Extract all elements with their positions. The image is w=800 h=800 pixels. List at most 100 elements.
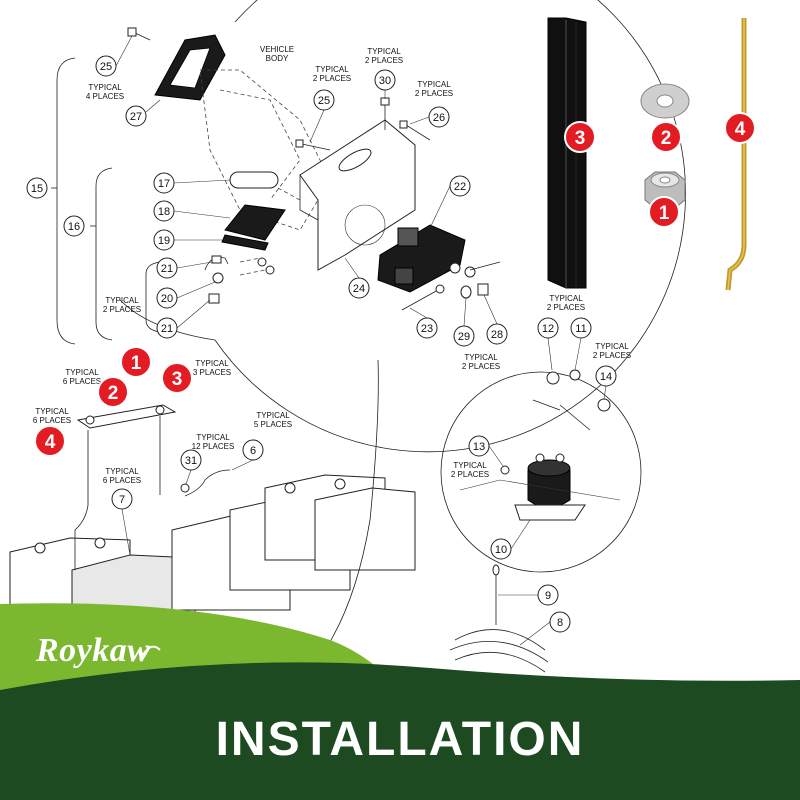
svg-text:2 PLACES: 2 PLACES <box>451 470 489 479</box>
callout-17: 17 <box>153 172 175 194</box>
svg-text:VEHICLE: VEHICLE <box>260 45 294 54</box>
svg-text:8: 8 <box>557 617 563 629</box>
callout-27: 27 <box>125 105 147 127</box>
svg-text:10: 10 <box>495 544 507 556</box>
note-typical-6-places-c: TYPICAL 6 PLACES <box>103 467 141 485</box>
note-typical-2-places-h: TYPICAL 2 PLACES <box>451 461 489 479</box>
svg-text:31: 31 <box>185 455 197 467</box>
callout-19: 19 <box>153 229 175 251</box>
svg-text:24: 24 <box>353 283 365 295</box>
note-vehicle-body: VEHICLE BODY <box>260 45 294 63</box>
gasket-17 <box>229 171 279 189</box>
hardware-stack <box>532 369 611 431</box>
callout-21-top: 21 <box>156 257 178 279</box>
svg-text:TYPICAL: TYPICAL <box>196 433 230 442</box>
svg-text:2 PLACES: 2 PLACES <box>415 89 453 98</box>
svg-text:2 PLACES: 2 PLACES <box>593 351 631 360</box>
svg-text:11: 11 <box>575 323 586 335</box>
svg-text:2 PLACES: 2 PLACES <box>103 305 141 314</box>
svg-text:TYPICAL: TYPICAL <box>367 47 401 56</box>
screw-26 <box>399 120 431 141</box>
svg-text:3 PLACES: 3 PLACES <box>193 368 231 377</box>
vehicle-body-contour <box>219 89 301 201</box>
callout-30: 30 <box>374 69 396 91</box>
svg-text:2 PLACES: 2 PLACES <box>365 56 403 65</box>
callout-10: 10 <box>490 538 512 560</box>
note-typical-2-places-c: TYPICAL 2 PLACES <box>415 80 453 98</box>
wire-tie-9 <box>492 564 500 625</box>
badge-2-diagram: 2 <box>97 376 129 408</box>
rod-left <box>74 430 89 570</box>
svg-text:21: 21 <box>161 263 173 275</box>
badge-1-diagram: 1 <box>120 346 152 378</box>
svg-text:2 PLACES: 2 PLACES <box>547 303 585 312</box>
note-typical-6-places-b: TYPICAL 6 PLACES <box>33 407 71 425</box>
housing-27 <box>154 34 226 101</box>
svg-text:TYPICAL: TYPICAL <box>417 80 451 89</box>
svg-text:TYPICAL: TYPICAL <box>65 368 99 377</box>
svg-text:17: 17 <box>158 178 170 190</box>
screw-25-top <box>127 27 151 41</box>
svg-text:25: 25 <box>318 95 330 107</box>
svg-text:4: 4 <box>45 432 56 453</box>
solenoid-detail-circle <box>440 371 642 573</box>
callout-22: 22 <box>449 175 471 197</box>
svg-text:29: 29 <box>458 331 470 343</box>
nut-21-top <box>211 255 222 264</box>
screw-13 <box>500 465 510 475</box>
svg-text:6 PLACES: 6 PLACES <box>103 476 141 485</box>
callout-13: 13 <box>468 435 490 457</box>
svg-text:6 PLACES: 6 PLACES <box>33 416 71 425</box>
wire-terminals <box>257 257 501 275</box>
hold-down-bar <box>76 404 177 429</box>
note-typical-2-places-a: TYPICAL 2 PLACES <box>313 65 351 83</box>
svg-text:TYPICAL: TYPICAL <box>549 294 583 303</box>
callout-31: 31 <box>180 449 202 471</box>
svg-text:16: 16 <box>68 221 80 233</box>
svg-text:18: 18 <box>158 206 170 218</box>
svg-text:28: 28 <box>491 329 503 341</box>
bracket-16 <box>95 167 113 341</box>
callout-29: 29 <box>453 325 475 347</box>
callout-11: 11 <box>570 317 592 339</box>
callout-20: 20 <box>156 287 178 309</box>
callout-12: 12 <box>537 317 559 339</box>
nut-31 <box>180 483 190 493</box>
battery-pack-left <box>9 474 416 626</box>
nut-21-bottom <box>208 293 220 304</box>
leader-17 <box>277 187 301 201</box>
callout-24: 24 <box>348 277 370 299</box>
note-typical-2-places-b: TYPICAL 2 PLACES <box>365 47 403 65</box>
brand-logo: Roykaw <box>36 632 151 669</box>
logo-leaf-icon <box>139 645 161 661</box>
badge-3-diagram: 3 <box>161 362 193 394</box>
solenoid-10 <box>514 453 586 521</box>
callout-8: 8 <box>549 611 571 633</box>
note-typical-3-places: TYPICAL 3 PLACES <box>193 359 231 377</box>
cable-6 <box>184 469 231 497</box>
callout-16: 16 <box>63 215 85 237</box>
svg-text:26: 26 <box>433 112 445 124</box>
bracket-15 <box>56 57 76 345</box>
svg-text:2 PLACES: 2 PLACES <box>313 74 351 83</box>
svg-text:27: 27 <box>130 111 142 123</box>
callout-15: 15 <box>26 177 48 199</box>
note-typical-5-places: TYPICAL 5 PLACES <box>254 411 292 429</box>
callout-21-bottom: 21 <box>156 317 178 339</box>
callout-14: 14 <box>595 365 617 387</box>
callout-18: 18 <box>153 200 175 222</box>
callout-leaders <box>115 35 607 646</box>
svg-text:12: 12 <box>542 323 554 335</box>
svg-text:BODY: BODY <box>266 54 289 63</box>
callout-7: 7 <box>111 488 133 510</box>
svg-text:15: 15 <box>31 183 43 195</box>
svg-text:6 PLACES: 6 PLACES <box>63 377 101 386</box>
screw-23 <box>401 284 445 311</box>
callout-28: 28 <box>486 323 508 345</box>
svg-text:6: 6 <box>250 445 256 457</box>
svg-text:5 PLACES: 5 PLACES <box>254 420 292 429</box>
svg-text:2: 2 <box>661 128 672 149</box>
cable-main <box>317 359 379 661</box>
badge-1-photo: 1 <box>648 196 680 228</box>
svg-text:TYPICAL: TYPICAL <box>464 353 498 362</box>
